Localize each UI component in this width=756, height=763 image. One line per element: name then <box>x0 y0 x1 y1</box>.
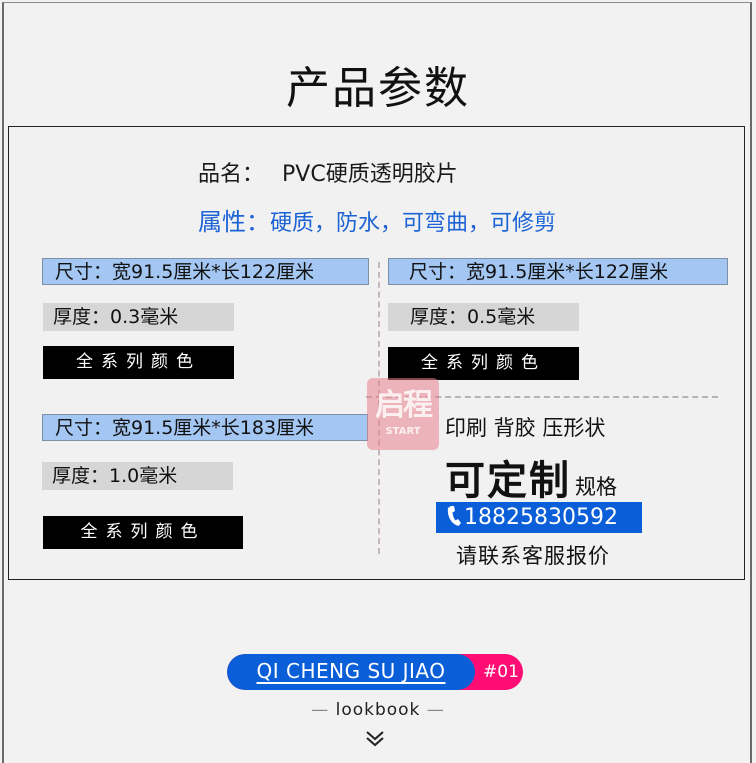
spec-1-all-colors-button[interactable]: 全系列颜色 <box>43 346 234 379</box>
brand-tag: #01 <box>483 662 519 682</box>
product-attributes-row: 属性：硬质，防水，可弯曲，可修剪 <box>198 202 556 237</box>
lookbook-dash-right: — <box>426 700 445 720</box>
brand-name[interactable]: QI CHENG SU JIAO <box>227 654 475 690</box>
customizable-headline: 可定制规格 <box>445 448 617 506</box>
customizable-text: 可定制 <box>445 458 571 504</box>
phone-number: 18825830592 <box>464 505 618 530</box>
product-attributes-label: 属性： <box>198 208 270 236</box>
phone-number-box[interactable]: 18825830592 <box>436 502 642 533</box>
custom-options: 印刷 背胶 压形状 <box>445 416 606 440</box>
lookbook-label: — lookbook — <box>0 700 756 720</box>
spec-3-size: 尺寸：宽91.5厘米*长183厘米 <box>42 414 368 441</box>
lookbook-dash-left: — <box>311 700 330 720</box>
spec-2-thickness: 厚度：0.5毫米 <box>388 303 579 331</box>
watermark-main-text: 启程 <box>375 388 433 423</box>
spec-3-all-colors-button[interactable]: 全系列颜色 <box>43 516 243 549</box>
double-chevron-down-icon[interactable] <box>364 730 386 748</box>
product-name-row: 品名： PVC硬质透明胶片 <box>198 156 458 188</box>
brand-pill[interactable]: QI CHENG SU JIAO #01 <box>227 654 523 690</box>
lookbook-text: lookbook <box>335 700 421 720</box>
product-attributes-value: 硬质，防水，可弯曲，可修剪 <box>270 211 557 236</box>
contact-note: 请联系客服报价 <box>456 544 610 568</box>
spec-1-thickness: 厚度：0.3毫米 <box>43 303 234 331</box>
page-title: 产品参数 <box>286 63 470 114</box>
spec-1-size: 尺寸：宽91.5厘米*长122厘米 <box>42 258 369 285</box>
phone-icon <box>447 506 461 526</box>
product-name-label: 品名： <box>198 162 265 187</box>
spec-2-all-colors-button[interactable]: 全系列颜色 <box>388 347 579 380</box>
horizontal-divider <box>366 396 718 398</box>
product-name-value: PVC硬质透明胶片 <box>282 162 458 187</box>
customizable-suffix: 规格 <box>575 475 617 499</box>
spec-2-size: 尺寸：宽91.5厘米*长122厘米 <box>388 258 728 285</box>
spec-3-thickness: 厚度：1.0毫米 <box>42 462 233 490</box>
watermark-sub-text: START <box>385 426 421 437</box>
watermark-stamp: 启程 START <box>367 378 439 450</box>
